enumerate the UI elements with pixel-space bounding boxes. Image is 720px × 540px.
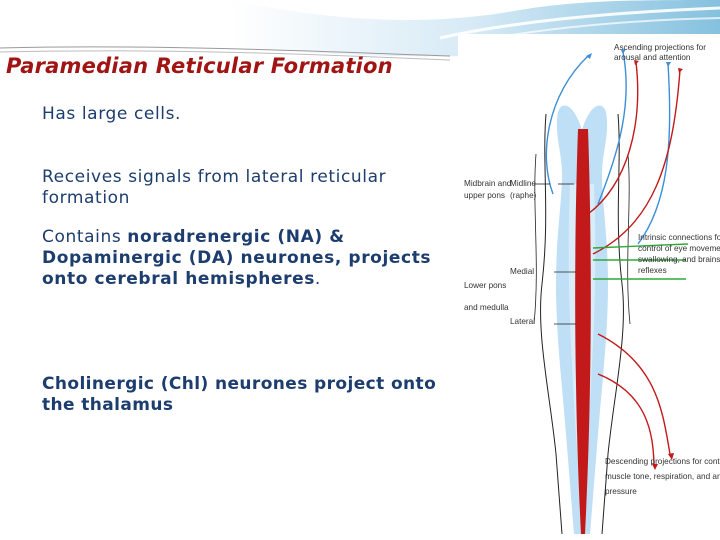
label-midbrain-2: upper pons [464, 191, 505, 200]
slide-title: Paramedian Reticular Formation [6, 54, 393, 78]
contains-bold-text: noradrenergic (NA) & Dopaminergic (DA) n… [42, 227, 432, 289]
bullet-text-large-cells: Has large cells. [42, 104, 182, 124]
contains-suffix: . [314, 269, 321, 289]
bullet-text-contains: Contains noradrenergic (NA) & Dopaminerg… [42, 227, 462, 290]
label-intrinsic-1: Intrinsic connections for [638, 233, 720, 242]
bullet-text-cholinergic: Cholinergic (Chl) neurones project onto … [42, 374, 437, 415]
label-ascending-2: arousal and attention [614, 53, 691, 62]
label-intrinsic-2: control of eye movements, [638, 244, 720, 253]
contains-prefix: Contains [42, 227, 128, 247]
label-intrinsic-3: swallowing, and brainstem [638, 255, 720, 264]
reticular-formation-diagram: Ascending projections for arousal and at… [458, 34, 720, 540]
label-descending-2: muscle tone, respiration, and arterial [605, 472, 720, 481]
label-lower-1: Lower pons [464, 281, 506, 290]
label-midline-1: Midline [510, 179, 536, 188]
label-lower-2: and medulla [464, 303, 509, 312]
label-medial: Medial [510, 267, 534, 276]
raphe-column [575, 129, 591, 534]
label-intrinsic-4: reflexes [638, 266, 667, 275]
bullet-text-receives-signals: Receives signals from lateral reticular … [42, 167, 387, 208]
label-ascending-1: Ascending projections for [614, 43, 706, 52]
label-descending-1: Descending projections for control of [605, 457, 720, 466]
label-midline-2: (raphe) [510, 191, 537, 200]
label-midbrain-1: Midbrain and [464, 179, 512, 188]
label-lateral: Lateral [510, 317, 535, 326]
label-descending-3: pressure [605, 487, 637, 496]
